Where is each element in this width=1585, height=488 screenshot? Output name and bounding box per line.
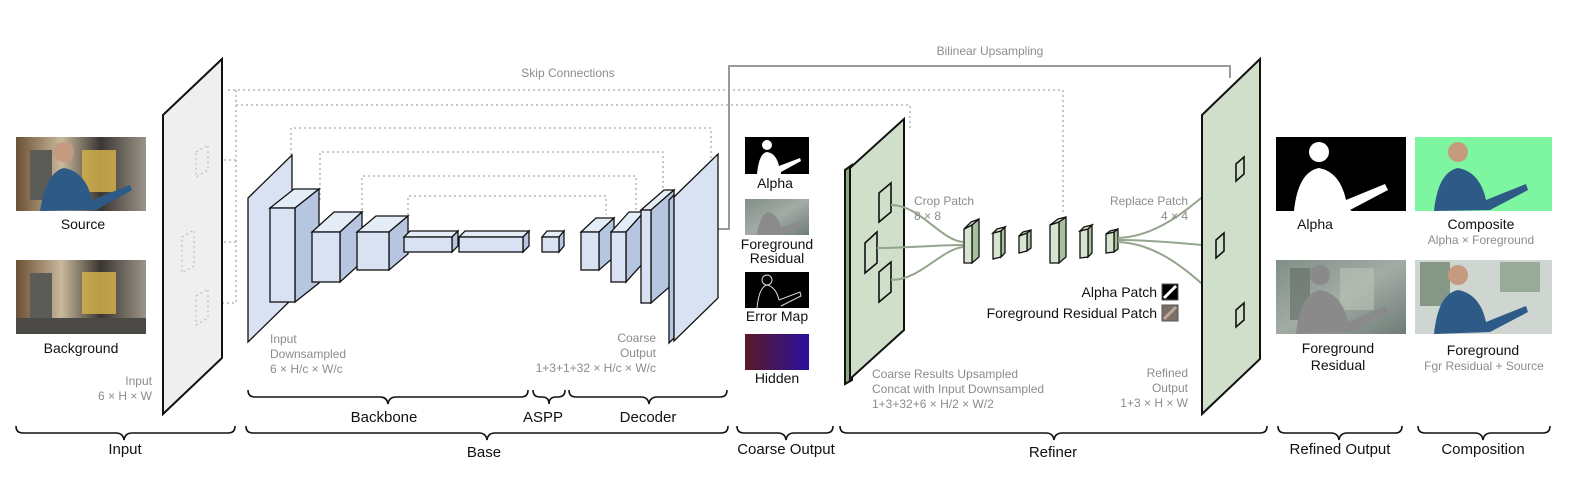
refined-fg-residual-label-1: Foreground bbox=[1302, 340, 1374, 356]
upsampled-dims: 1+3+32+6 × H/2 × W/2 bbox=[872, 397, 994, 411]
decoder-label: Decoder bbox=[620, 409, 677, 426]
refined-fg-residual-image bbox=[1276, 260, 1406, 334]
decoder-blocks bbox=[579, 152, 719, 345]
source-label: Source bbox=[61, 216, 106, 232]
hidden-image bbox=[745, 334, 809, 370]
replace-patch-label: Replace Patch bbox=[1110, 194, 1188, 208]
composite-label: Composite bbox=[1448, 216, 1515, 232]
source-image bbox=[16, 137, 146, 211]
refined-output-label-1: Refined bbox=[1147, 366, 1188, 380]
crop-flow-lines bbox=[876, 204, 964, 281]
coarse-output-dims: 1+3+1+32 × H/c × W/c bbox=[536, 361, 656, 375]
error-map-image bbox=[745, 272, 809, 309]
refined-fg-residual-label-2: Residual bbox=[1311, 357, 1365, 373]
background-label: Background bbox=[44, 340, 119, 356]
upsampled-label-2: Concat with Input Downsampled bbox=[872, 382, 1044, 396]
decoder-block-3 bbox=[639, 188, 676, 305]
crop-patch-label: Crop Patch bbox=[914, 194, 974, 208]
replace-patch-dims: 4 × 4 bbox=[1161, 209, 1188, 223]
refined-output-dims: 1+3 × H × W bbox=[1120, 396, 1188, 410]
bilinear-upsampling-label: Bilinear Upsampling bbox=[937, 44, 1044, 58]
upsampled-slab bbox=[844, 116, 905, 386]
refined-alpha-label: Alpha bbox=[1297, 216, 1333, 232]
section-coarse-output: Coarse Output bbox=[737, 441, 835, 458]
fg-residual-patch-label: Foreground Residual Patch bbox=[987, 305, 1157, 321]
section-composition: Composition bbox=[1441, 441, 1524, 458]
coarse-fg-residual-label-1: Foreground bbox=[741, 236, 813, 252]
foreground-image bbox=[1415, 260, 1552, 334]
backbone-block-4 bbox=[402, 229, 460, 254]
coarse-fg-residual-label-2: Residual bbox=[750, 250, 804, 266]
section-base: Base bbox=[467, 444, 501, 461]
sub-braces bbox=[247, 389, 728, 405]
aspp-label: ASPP bbox=[523, 409, 563, 426]
alpha-patch-swatch bbox=[1161, 283, 1179, 301]
decoder-block-2 bbox=[609, 210, 646, 284]
foreground-label: Foreground bbox=[1447, 342, 1519, 358]
section-input: Input bbox=[108, 441, 142, 458]
composite-formula: Alpha × Foreground bbox=[1428, 233, 1534, 247]
skip-connections bbox=[207, 89, 1064, 304]
coarse-alpha-label: Alpha bbox=[757, 175, 793, 191]
coarse-output-label-1: Coarse bbox=[617, 331, 656, 345]
coarse-output-slab bbox=[668, 152, 719, 345]
foreground-formula: Fgr Residual + Source bbox=[1424, 359, 1544, 373]
hidden-label: Hidden bbox=[755, 370, 799, 386]
upsampled-label-1: Coarse Results Upsampled bbox=[872, 367, 1018, 381]
backbone-label: Backbone bbox=[351, 409, 418, 426]
backbone-blocks bbox=[268, 187, 531, 304]
refined-alpha-image bbox=[1276, 137, 1406, 211]
refiner-blocks bbox=[963, 215, 1119, 265]
bilinear-upsampling-line bbox=[718, 65, 1231, 230]
input-tensor-dims: 6 × H × W bbox=[98, 389, 153, 403]
downsampled-label-2: Downsampled bbox=[270, 347, 346, 361]
input-tensor-slab bbox=[162, 56, 223, 417]
aspp-block bbox=[540, 229, 566, 254]
decoder-block-1 bbox=[579, 216, 616, 272]
skip-connections-label: Skip Connections bbox=[521, 66, 614, 80]
section-refiner: Refiner bbox=[1029, 444, 1077, 461]
alpha-patch-label: Alpha Patch bbox=[1082, 284, 1158, 300]
downsampled-label-1: Input bbox=[270, 332, 297, 346]
composite-image bbox=[1415, 137, 1552, 211]
downsampled-dims: 6 × H/c × W/c bbox=[270, 362, 343, 376]
refined-output-label-2: Output bbox=[1152, 381, 1189, 395]
coarse-fg-residual-image bbox=[745, 199, 809, 235]
section-braces bbox=[15, 425, 1551, 441]
section-refined-output: Refined Output bbox=[1290, 441, 1392, 458]
fg-residual-patch-swatch bbox=[1161, 304, 1179, 322]
background-image bbox=[16, 260, 146, 334]
refined-output-slab bbox=[1201, 56, 1261, 417]
backbone-block-5 bbox=[457, 229, 531, 254]
input-tensor-label: Input bbox=[125, 374, 152, 388]
coarse-alpha-image bbox=[745, 137, 809, 174]
backbone-block-3 bbox=[355, 214, 410, 272]
coarse-output-label-2: Output bbox=[620, 346, 657, 360]
error-map-label: Error Map bbox=[746, 308, 808, 324]
crop-patch-dims: 8 × 8 bbox=[914, 209, 941, 223]
